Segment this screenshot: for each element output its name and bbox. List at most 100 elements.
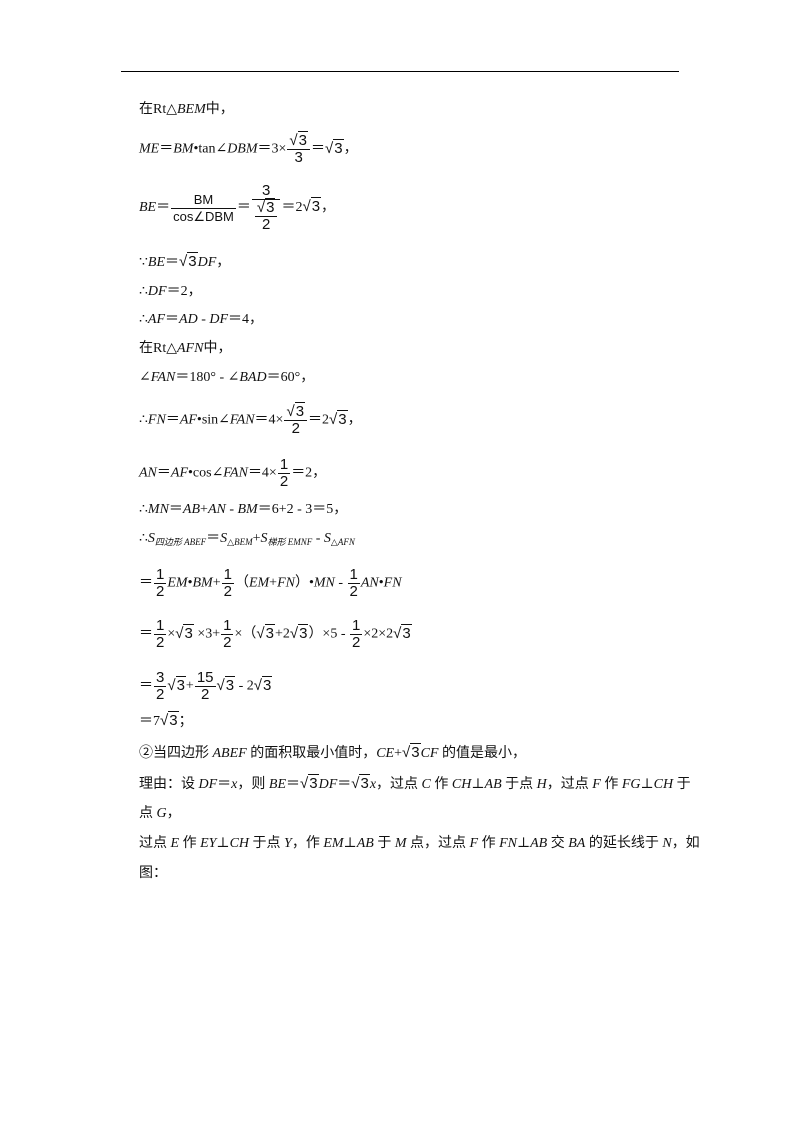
text: 图： <box>139 866 167 881</box>
text: FN <box>499 836 517 851</box>
text: ， <box>166 806 181 821</box>
numerator: 1 <box>154 617 167 635</box>
text: ∴ <box>139 531 148 546</box>
text: EM <box>167 575 188 591</box>
denominator: 2 <box>201 686 210 703</box>
sqrt: √3 <box>253 675 273 694</box>
text: 理由：设 <box>139 777 199 792</box>
text: ＝4× <box>247 465 277 481</box>
sqrt: √3 <box>300 774 319 792</box>
text: AD <box>179 312 198 327</box>
text: × <box>167 626 176 642</box>
text: ＝4， <box>228 312 264 327</box>
sqrt: √3 <box>167 675 186 694</box>
text: ， <box>321 200 336 216</box>
text: CH <box>229 836 250 851</box>
text: ＝ <box>159 141 174 157</box>
numerator: 1 <box>154 566 167 584</box>
line-21: 图： <box>139 865 167 883</box>
sqrt: √3 <box>393 623 412 642</box>
radicand: 3 <box>333 138 344 157</box>
denominator: 2 <box>352 634 361 651</box>
text: AFN <box>177 341 204 356</box>
text: AB <box>530 836 548 851</box>
radicand: 3 <box>310 197 322 216</box>
text: - <box>197 312 210 327</box>
text: BM <box>173 141 194 157</box>
text: FAN <box>229 412 255 428</box>
text: 中， <box>205 102 234 117</box>
numerator: 3 <box>154 669 167 687</box>
denominator: 2 <box>156 583 165 600</box>
text: BA <box>568 836 586 851</box>
text: FG <box>621 777 641 792</box>
text: - <box>312 531 324 546</box>
denominator: 2 <box>156 686 165 703</box>
text: AB <box>484 777 502 792</box>
text: ＝ <box>139 678 153 694</box>
text: ×3+ <box>193 626 221 642</box>
text: ）×5 - <box>308 626 349 642</box>
text: + <box>212 575 221 591</box>
text: N <box>662 836 672 851</box>
text: ＝ <box>311 141 325 157</box>
text: CE <box>376 746 395 761</box>
text: ＝2， <box>166 284 202 299</box>
numerator: BM <box>171 192 236 209</box>
text: • <box>378 575 384 591</box>
text: •tan∠ <box>193 141 228 157</box>
text: BAD <box>239 370 267 385</box>
text: ＝180° - ∠ <box>175 370 240 385</box>
text: ＝ <box>337 777 352 792</box>
text: S <box>260 531 268 546</box>
line-18: 理由：设 DF＝x，则 BE＝√3DF＝√3x，过点 C 作 CH⊥AB 于点 … <box>139 774 691 794</box>
text: + <box>394 746 403 761</box>
text: ，如 <box>671 836 700 851</box>
line-19: 点 G， <box>139 805 181 823</box>
text: E <box>170 836 180 851</box>
denominator: 2 <box>291 420 300 437</box>
line-7: 在Rt△AFN中， <box>139 340 231 358</box>
sqrt: √3 <box>179 252 198 270</box>
text: S <box>220 531 228 546</box>
text: + <box>252 531 261 546</box>
radicand: 3 <box>262 675 273 694</box>
text: AN <box>360 575 379 591</box>
text: FAN <box>150 370 176 385</box>
text: DBM <box>227 141 258 157</box>
denominator: cos∠DBM <box>173 208 234 224</box>
numerator: 1 <box>350 617 363 635</box>
text: EY <box>200 836 217 851</box>
text: ＝ <box>165 312 180 327</box>
text: ＝2 <box>308 412 330 428</box>
text: 的延长线于 <box>585 836 663 851</box>
radicand: 3 <box>401 623 412 642</box>
text: DF <box>198 777 218 792</box>
radicand: 3 <box>298 623 309 642</box>
sqrt: √3 <box>329 409 348 428</box>
text: ⊥ <box>516 836 531 851</box>
text: ，则 <box>237 777 269 792</box>
text: - <box>225 502 238 517</box>
text: ∴ <box>139 284 148 299</box>
text: 的面积取最小值时， <box>246 746 377 761</box>
radicand: 3 <box>183 623 194 642</box>
sqrt: √3 <box>289 623 309 642</box>
radicand: 3 <box>175 675 186 694</box>
text: Rt△ <box>153 102 177 117</box>
text: ， <box>216 255 231 270</box>
text: ，过点 <box>546 777 593 792</box>
text: ， <box>343 141 358 157</box>
text: + <box>200 502 208 517</box>
text: BM <box>237 502 258 517</box>
text: BE <box>268 777 286 792</box>
